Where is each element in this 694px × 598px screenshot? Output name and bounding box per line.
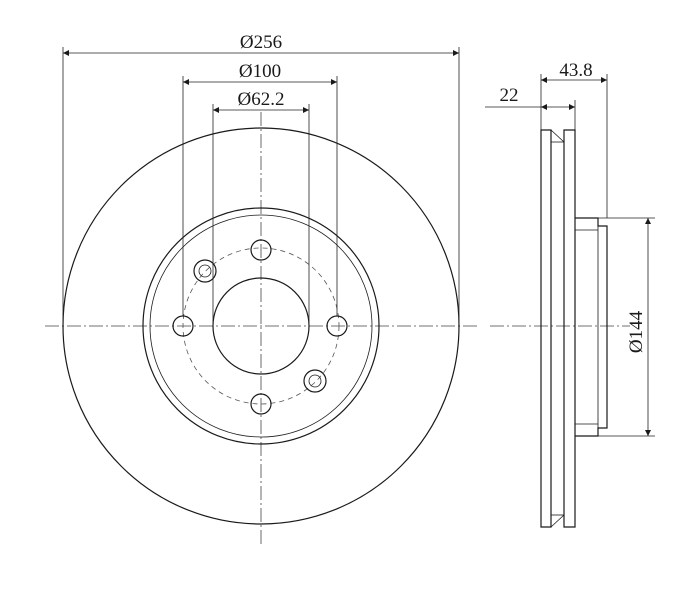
vent-taper-top xyxy=(550,129,565,143)
locating-hole-upper-outer xyxy=(193,259,217,283)
front-view: Ø256 Ø100 Ø62.2 xyxy=(45,32,478,545)
hub-inner-ring xyxy=(149,214,373,438)
bolt-hole-top xyxy=(250,239,272,261)
locating-hole-lower-inner xyxy=(308,374,322,388)
locating-hole-lower-outer xyxy=(303,369,327,393)
hub-hat-outline xyxy=(575,217,608,437)
label-outer-diameter: Ø256 xyxy=(240,32,282,53)
hub-outer-ring xyxy=(142,207,380,445)
label-hub-diameter: Ø144 xyxy=(626,310,647,353)
bolt-circle xyxy=(182,247,340,405)
disc-face-left xyxy=(540,129,552,528)
locating-hole-upper-inner xyxy=(198,264,212,278)
disc-face-right xyxy=(563,129,576,528)
side-view: 43.8 22 Ø144 xyxy=(485,60,655,528)
bolt-hole-bottom xyxy=(250,393,272,415)
label-bolt-circle: Ø100 xyxy=(239,61,281,82)
label-center-bore: Ø62.2 xyxy=(238,89,285,110)
label-overall-height: 43.8 xyxy=(559,60,592,81)
vent-taper-bottom xyxy=(550,514,565,528)
label-disc-thickness: 22 xyxy=(500,85,519,106)
